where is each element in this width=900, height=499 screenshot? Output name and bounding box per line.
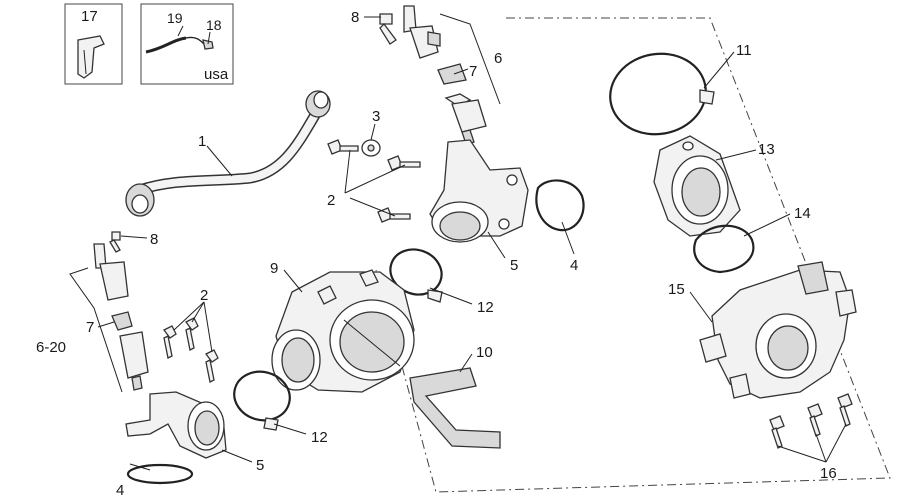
label-14: 14 [794, 205, 811, 222]
label-2-upper: 2 [327, 192, 335, 209]
label-9: 9 [270, 260, 278, 277]
label-19: 19 [167, 10, 183, 26]
label-16: 16 [820, 465, 837, 482]
label-10: 10 [476, 344, 493, 361]
label-12-upper: 12 [477, 299, 494, 316]
label-8-lower: 8 [150, 231, 158, 248]
part-bolts-2-left [163, 317, 219, 383]
part-throttle-body [271, 269, 415, 393]
inset-box-17 [64, 3, 123, 85]
label-5-lower: 5 [256, 457, 264, 474]
label-7-upper: 7 [469, 63, 477, 80]
part-gasket-lower [126, 463, 194, 485]
part-bolts-16 [769, 393, 853, 449]
label-13: 13 [758, 141, 775, 158]
part-gasket-14 [693, 224, 755, 274]
part-clamp-11 [609, 52, 715, 136]
label-7-lower: 7 [86, 319, 94, 336]
label-17: 17 [81, 8, 98, 25]
region-outline [375, 17, 891, 493]
label-11: 11 [736, 42, 752, 59]
part-throttle-body-right [699, 261, 857, 399]
label-8-upper: 8 [351, 9, 359, 26]
label-15: 15 [668, 281, 685, 298]
part-washer-3 [361, 139, 381, 157]
part-strap-10 [409, 367, 501, 449]
label-1: 1 [198, 133, 206, 150]
label-6: 6 [494, 50, 502, 67]
part-injector-left [93, 231, 149, 391]
part-flange-13 [653, 135, 741, 237]
label-2-lower: 2 [200, 287, 208, 304]
part-manifold-upper [429, 139, 529, 243]
label-5-upper: 5 [510, 257, 518, 274]
label-4-upper: 4 [570, 257, 578, 274]
part-bolts-2-upper [327, 139, 421, 223]
label-4-lower: 4 [116, 482, 124, 499]
part-clamp-upper [389, 248, 443, 303]
inset-box-18-19 [140, 3, 234, 85]
part-clamp-lower [233, 370, 291, 431]
callout-labels: 17 19 18 usa 1 2 3 8 6 7 5 4 12 9 10 12 … [36, 8, 837, 499]
part-manifold-lower [125, 391, 227, 459]
label-usa: usa [204, 66, 229, 83]
part-hose [125, 90, 331, 217]
leader-lines [69, 13, 847, 471]
label-12-lower: 12 [311, 429, 328, 446]
label-6-20: 6-20 [36, 339, 66, 356]
label-3: 3 [372, 108, 380, 125]
part-gasket-upper [535, 179, 585, 232]
label-18: 18 [206, 17, 222, 33]
